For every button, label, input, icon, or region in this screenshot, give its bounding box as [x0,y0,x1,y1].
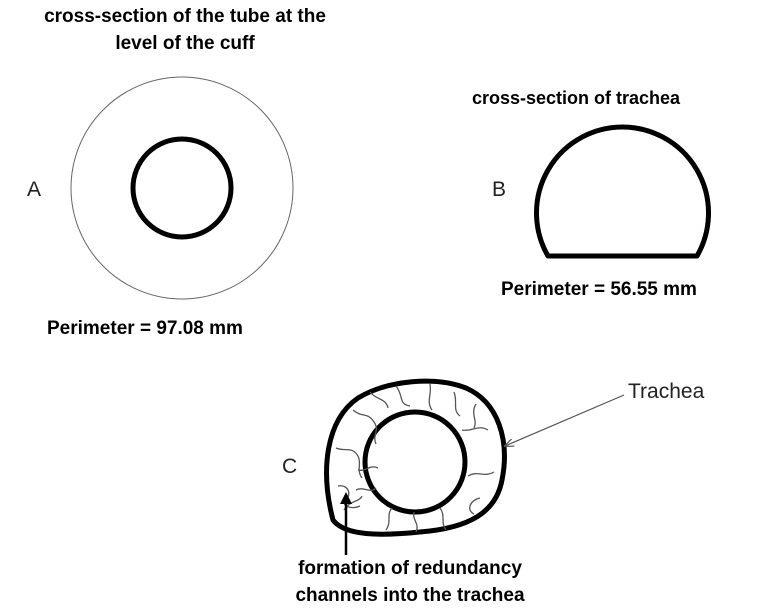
panel-b-figure [534,124,711,259]
channels-label-line1: formation of redundancy [298,558,522,579]
trachea-d-shape [534,124,711,259]
trachea-pointer-arrow [505,394,625,446]
panel-a-letter: A [27,178,42,201]
panel-b-perimeter: Perimeter = 56.55 mm [501,279,697,300]
tube-in-trachea [362,409,468,515]
trachea-wall [324,378,507,537]
tube-inner-circle [130,136,234,240]
redundancy-folds [335,383,495,533]
panel-b-title: cross-section of trachea [472,88,681,108]
panel-c-letter: C [282,455,298,478]
panel-a-figure [70,76,294,300]
panel-c-figure [324,378,625,555]
channels-label-line2: channels into the trachea [295,585,525,606]
panel-b-letter: B [492,178,507,201]
panel-a-perimeter: Perimeter = 97.08 mm [47,318,243,339]
cuff-outer-circle [70,76,294,300]
panel-a-title-line2: level of the cuff [115,33,255,54]
panel-a-title-line1: cross-section of the tube at the [44,6,326,27]
trachea-label: Trachea [628,380,705,403]
channels-arrowhead [340,492,352,504]
